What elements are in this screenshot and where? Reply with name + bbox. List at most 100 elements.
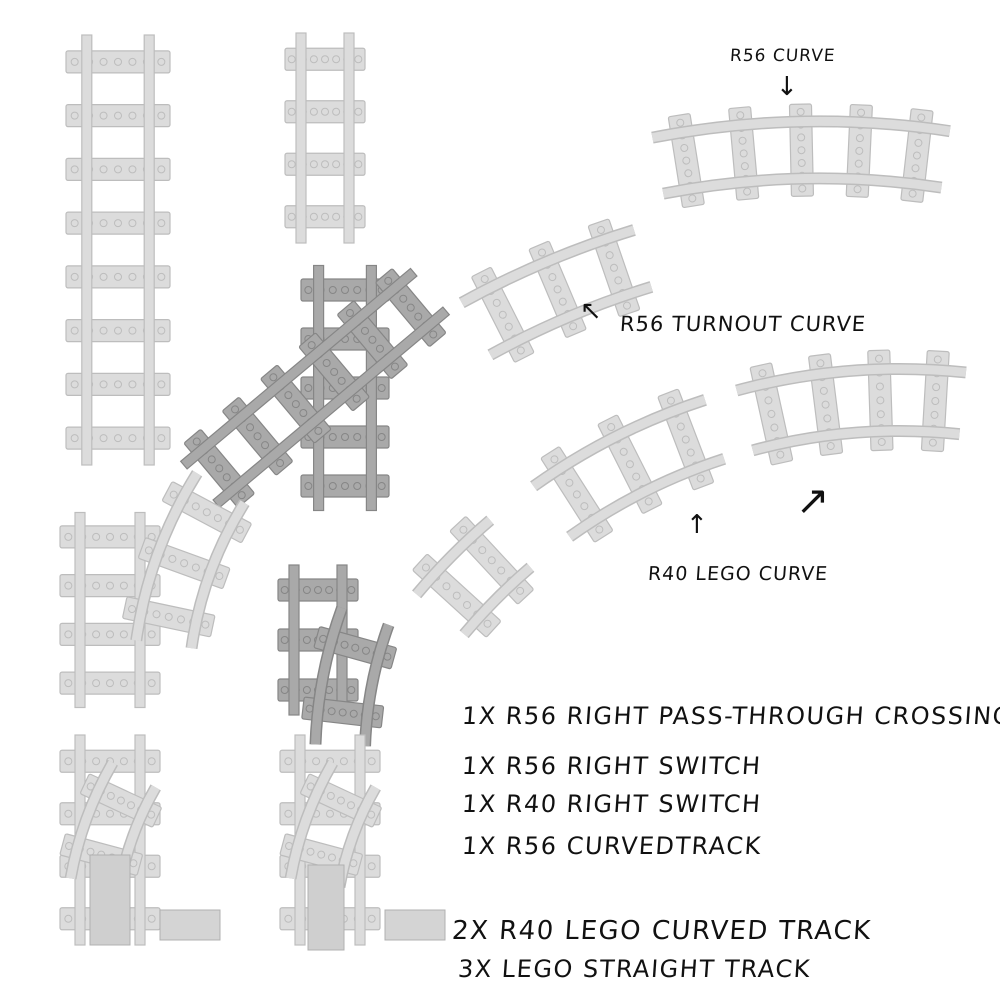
stud <box>429 330 438 339</box>
stud <box>70 219 79 228</box>
stud <box>169 490 178 499</box>
stud <box>877 437 886 446</box>
stud <box>119 630 128 639</box>
stud <box>147 679 156 688</box>
stud <box>452 591 461 600</box>
stud <box>70 380 79 389</box>
stud <box>826 441 835 450</box>
stud <box>463 600 472 609</box>
stud <box>928 438 937 447</box>
straight-track-long <box>65 34 171 466</box>
stud <box>92 679 101 688</box>
stud <box>147 914 156 923</box>
stud <box>317 850 326 859</box>
stud <box>797 146 806 155</box>
stud <box>347 586 356 594</box>
stud <box>64 757 73 766</box>
stud <box>341 433 349 441</box>
stud <box>287 212 296 221</box>
stud <box>106 581 114 590</box>
stud <box>99 57 108 66</box>
stud <box>328 286 337 294</box>
stud <box>284 809 293 818</box>
rail <box>66 760 117 880</box>
item-text: Lego straight track <box>500 955 812 983</box>
item-qty: 1x <box>461 790 498 818</box>
stud <box>106 532 114 541</box>
stud <box>92 630 101 639</box>
stud <box>337 376 346 385</box>
item-text: R56 right pass-through crossing <box>504 702 1000 730</box>
stud <box>931 397 940 406</box>
stud <box>304 384 313 392</box>
stud <box>353 482 362 490</box>
rail <box>460 563 534 638</box>
stud <box>157 326 166 335</box>
stud <box>119 532 128 541</box>
stud <box>114 326 122 335</box>
stud <box>516 586 525 595</box>
rail <box>288 564 300 716</box>
stud <box>302 586 311 594</box>
switch-lever-plate <box>159 909 221 941</box>
r40-switch-branch <box>122 470 252 650</box>
arrow-up-right-icon: ↗ <box>796 478 830 524</box>
stud <box>354 212 363 221</box>
stud <box>128 605 137 614</box>
stud <box>70 165 79 174</box>
stud <box>377 482 386 490</box>
stud <box>330 367 339 376</box>
stud <box>332 107 341 116</box>
stud <box>516 346 525 355</box>
stud <box>346 801 355 810</box>
stud <box>354 55 363 64</box>
stud <box>119 757 128 766</box>
stud <box>487 556 496 565</box>
stud <box>213 514 222 523</box>
stud <box>686 448 695 457</box>
stud <box>106 679 114 688</box>
stud <box>114 219 122 228</box>
stud <box>64 679 73 688</box>
rail <box>365 264 377 512</box>
stud <box>345 308 354 317</box>
stud <box>280 636 289 644</box>
stud <box>738 136 747 145</box>
stud <box>235 525 244 534</box>
r56-switch-branch <box>301 605 397 747</box>
inventory-item: 3x Lego straight track <box>457 955 812 983</box>
stud <box>384 276 393 285</box>
stud <box>321 55 329 64</box>
stud <box>823 414 832 423</box>
stud <box>569 322 578 331</box>
rail <box>143 34 155 466</box>
stud <box>327 707 336 716</box>
stud <box>99 380 108 389</box>
stud <box>191 502 200 511</box>
stud <box>853 185 862 194</box>
stud <box>157 111 166 120</box>
inventory-item: 1x R56 curvedtrack <box>461 832 763 860</box>
stud <box>92 532 101 541</box>
stud <box>912 151 921 160</box>
stud <box>442 582 451 591</box>
stud <box>332 212 341 221</box>
stud <box>666 396 675 405</box>
rail <box>343 32 355 244</box>
stud <box>797 158 806 167</box>
stud <box>180 559 189 568</box>
stud <box>354 107 363 116</box>
r40-curve-small <box>412 515 535 639</box>
stud <box>361 646 370 655</box>
stud <box>237 491 246 500</box>
rail <box>662 174 943 199</box>
stud <box>280 586 289 594</box>
stud <box>309 160 318 169</box>
item-text: R40 right switch <box>504 790 763 818</box>
rail <box>212 306 451 509</box>
stud <box>764 396 773 405</box>
stud <box>609 263 618 272</box>
stud <box>119 679 128 688</box>
stud <box>309 107 318 116</box>
item-text: R56 curvedtrack <box>504 832 763 860</box>
